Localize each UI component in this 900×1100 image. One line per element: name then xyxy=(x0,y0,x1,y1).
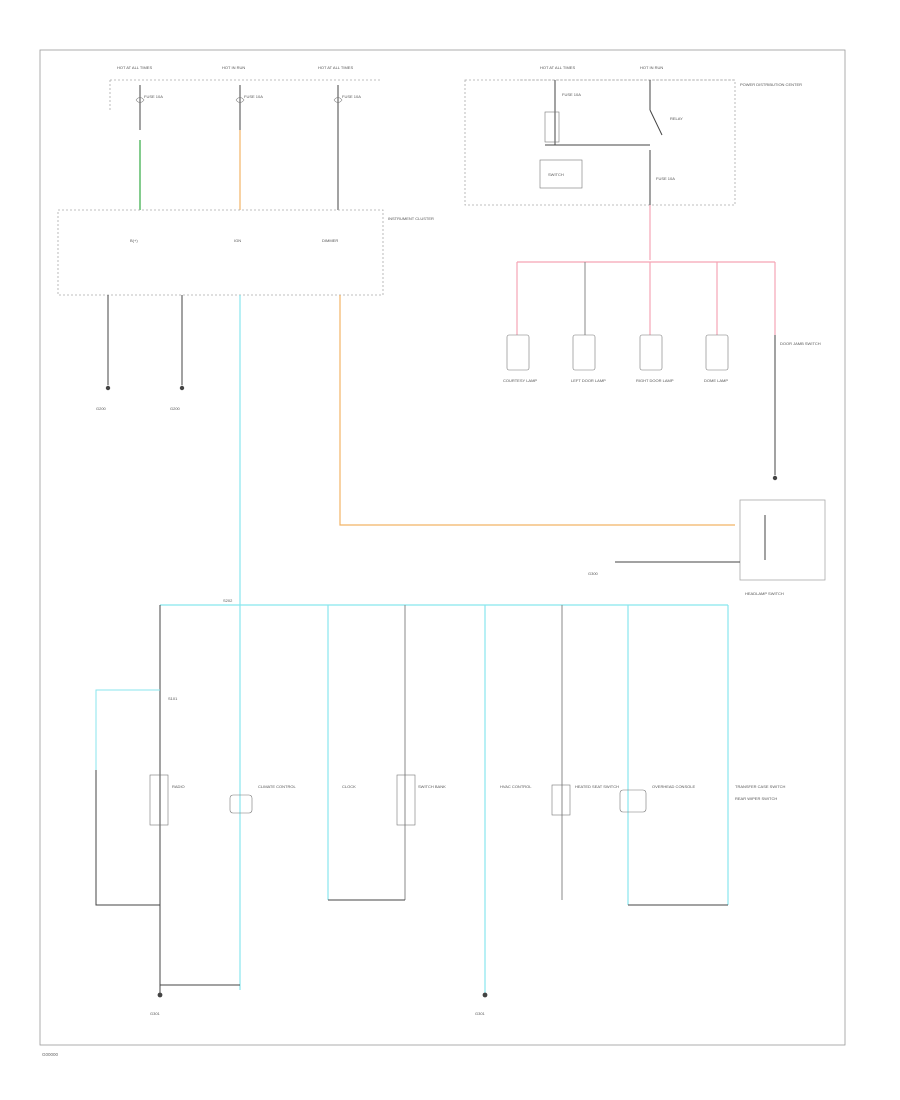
cluster-grounds: G200 G200 xyxy=(96,295,185,411)
lamp-icon xyxy=(639,334,663,371)
lamp-icon xyxy=(396,774,416,826)
power-input-label-4: HOT AT ALL TIMES xyxy=(540,65,575,70)
headlamp-switch-label: HEADLAMP SWITCH xyxy=(745,591,784,596)
fuse-column-1: FUSE 10A xyxy=(135,85,163,210)
lamp-icon xyxy=(619,789,647,813)
fuse-label-2: FUSE 10A xyxy=(244,94,263,99)
lamp-label-3: RIGHT DOOR LAMP xyxy=(636,378,674,383)
lamp-icon xyxy=(229,794,253,814)
ground-icon xyxy=(772,475,778,481)
illumination-loads: RADIO CLIMATE CONTROL CLOCK SWITCH BANK … xyxy=(149,774,786,826)
fuse-column-2: FUSE 10A xyxy=(235,85,263,210)
cluster-label: INSTRUMENT CLUSTER xyxy=(388,216,434,221)
lamp-label-4: DOME LAMP xyxy=(704,378,728,383)
lamp-icon xyxy=(572,334,596,371)
ground-label-1: G200 xyxy=(96,406,107,411)
pdc-relay-label: RELAY xyxy=(670,116,683,121)
power-input-label-2: HOT IN RUN xyxy=(222,65,245,70)
dimmer-circuit: HEADLAMP SWITCH G300 xyxy=(339,295,826,596)
fuse-column-3: FUSE 10A xyxy=(333,85,361,210)
fuse-label-3: FUSE 10A xyxy=(342,94,361,99)
load-label-3: CLOCK xyxy=(342,784,356,789)
load-label-8: TRANSFER CASE SWITCH xyxy=(735,784,786,789)
lamp-icon xyxy=(149,774,169,826)
fuse-label-1: FUSE 10A xyxy=(144,94,163,99)
ground-icon xyxy=(157,992,163,998)
ground-icon xyxy=(179,385,185,391)
power-input-label-5: HOT IN RUN xyxy=(640,65,663,70)
ground-icon xyxy=(105,385,111,391)
power-input-label-1: HOT AT ALL TIMES xyxy=(117,65,152,70)
power-distribution-center: POWER DISTRIBUTION CENTER FUSE 10A RELAY… xyxy=(464,79,802,206)
power-inputs: HOT AT ALL TIMES HOT IN RUN HOT AT ALL T… xyxy=(109,65,735,110)
load-label-7: OVERHEAD CONSOLE xyxy=(652,784,695,789)
pdc-switch-label: SWITCH xyxy=(548,172,564,177)
lamp-icon xyxy=(551,784,571,816)
lamp-label-2: LEFT DOOR LAMP xyxy=(571,378,606,383)
ground-label-4: G300 xyxy=(588,571,599,576)
load-label-5: HVAC CONTROL xyxy=(500,784,532,789)
splice-label-1: S101 xyxy=(168,696,178,701)
courtesy-lamp-circuit: DOOR JAMB SWITCH COURTESY LAMP LEFT DOOR… xyxy=(503,205,821,481)
door-switch-label: DOOR JAMB SWITCH xyxy=(780,341,821,346)
ground-icon xyxy=(482,992,488,998)
ground-label-3: G301 xyxy=(150,1011,161,1016)
instrument-cluster: INSTRUMENT CLUSTER B(+) IGN DIMMER xyxy=(57,209,434,296)
lamp-icon xyxy=(506,334,530,371)
ground-label-2: G200 xyxy=(170,406,181,411)
pdc-label: POWER DISTRIBUTION CENTER xyxy=(740,82,802,87)
ground-label-5: G301 xyxy=(475,1011,486,1016)
cluster-pin-3: DIMMER xyxy=(322,238,338,243)
load-label-4: SWITCH BANK xyxy=(418,784,446,789)
cluster-pin-1: B(+) xyxy=(130,238,138,243)
load-label-6: HEATED SEAT SWITCH xyxy=(575,784,619,789)
diagram-frame xyxy=(39,49,846,1046)
fuse-label-4: FUSE 10A xyxy=(562,92,581,97)
power-input-label-3: HOT AT ALL TIMES xyxy=(318,65,353,70)
illumination-bus: G301 G301 S101 S202 xyxy=(95,295,729,1016)
fuse-label-5: FUSE 10A xyxy=(656,176,675,181)
lamp-label-1: COURTESY LAMP xyxy=(503,378,537,383)
load-label-2: CLIMATE CONTROL xyxy=(258,784,296,789)
load-label-9: REAR WIPER SWITCH xyxy=(735,796,777,801)
lamp-icon xyxy=(705,334,729,371)
splice-label-2: S202 xyxy=(223,598,233,603)
cluster-pin-2: IGN xyxy=(234,238,241,243)
diagram-footer-code: G00000 xyxy=(42,1052,59,1057)
load-label-1: RADIO xyxy=(172,784,185,789)
